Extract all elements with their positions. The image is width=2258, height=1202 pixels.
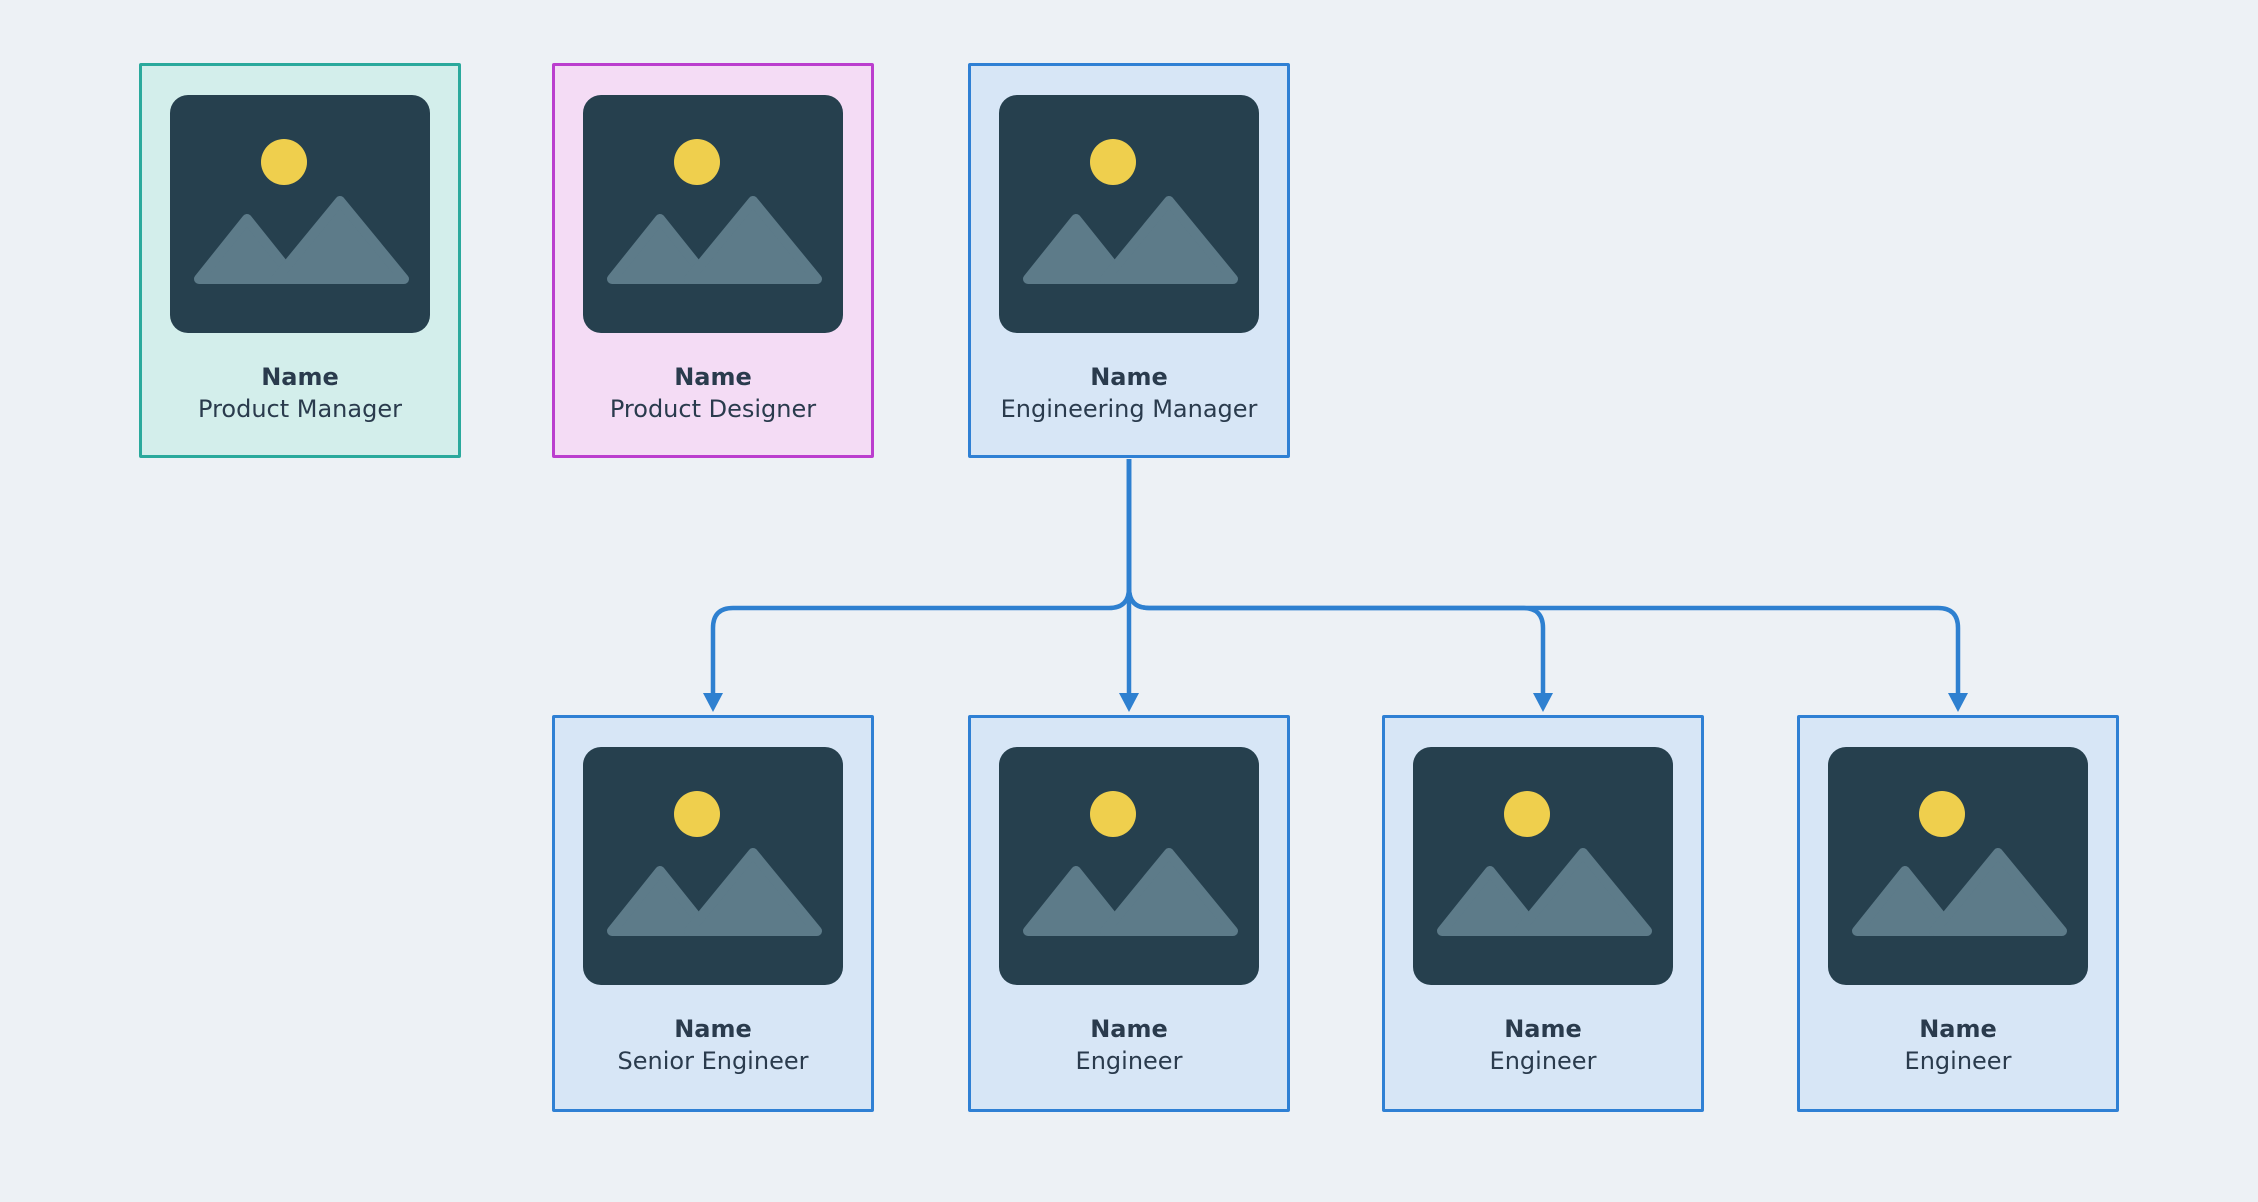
person-name: Name xyxy=(674,363,752,391)
mountain-icon xyxy=(607,214,713,284)
arrowhead-icon xyxy=(1533,693,1553,712)
sun-icon xyxy=(674,139,720,185)
mountain-icon xyxy=(1437,866,1543,936)
mountain-icon xyxy=(1514,848,1652,936)
photo-frame xyxy=(583,747,843,985)
sun-icon xyxy=(1504,791,1550,837)
sun-icon xyxy=(1919,791,1965,837)
image-placeholder-icon xyxy=(583,95,843,333)
person-role: Engineer xyxy=(1904,1047,2012,1075)
image-placeholder-icon xyxy=(999,95,1259,333)
org-card-engineering-manager[interactable]: Name Engineering Manager xyxy=(968,63,1290,458)
person-role: Product Manager xyxy=(198,395,402,423)
org-card-engineer-3[interactable]: Name Engineer xyxy=(1797,715,2119,1112)
photo-frame xyxy=(583,95,843,333)
sun-icon xyxy=(674,791,720,837)
person-role: Product Designer xyxy=(609,395,817,423)
image-placeholder-icon xyxy=(170,95,430,333)
photo-frame xyxy=(170,95,430,333)
connector-to-senior-engineer xyxy=(710,459,1132,695)
mountain-icon xyxy=(1100,848,1238,936)
arrowhead-icon xyxy=(1119,693,1139,712)
person-name: Name xyxy=(674,1015,752,1043)
person-role: Senior Engineer xyxy=(617,1047,809,1075)
org-card-engineer-2[interactable]: Name Engineer xyxy=(1382,715,1704,1112)
photo-frame xyxy=(1413,747,1673,985)
arrowhead-icon xyxy=(1948,693,1968,712)
connector-to-engineer-3 xyxy=(1126,459,1961,695)
person-name: Name xyxy=(1919,1015,1997,1043)
mountain-icon xyxy=(1023,866,1129,936)
mountain-icon xyxy=(194,214,300,284)
mountain-icon xyxy=(1023,214,1129,284)
connector-to-engineer-2 xyxy=(1126,459,1546,695)
mountain-icon xyxy=(1100,196,1238,284)
photo-frame xyxy=(999,747,1259,985)
image-placeholder-icon xyxy=(1413,747,1673,985)
mountain-icon xyxy=(1929,848,2067,936)
image-placeholder-icon xyxy=(1828,747,2088,985)
mountain-icon xyxy=(607,866,713,936)
image-placeholder-icon xyxy=(583,747,843,985)
person-name: Name xyxy=(1090,363,1168,391)
mountain-icon xyxy=(271,196,409,284)
org-card-senior-engineer[interactable]: Name Senior Engineer xyxy=(552,715,874,1112)
org-card-product-manager[interactable]: Name Product Manager xyxy=(139,63,461,458)
sun-icon xyxy=(1090,139,1136,185)
mountain-icon xyxy=(684,848,822,936)
photo-frame xyxy=(1828,747,2088,985)
person-role: Engineer xyxy=(1075,1047,1183,1075)
org-card-engineer-1[interactable]: Name Engineer xyxy=(968,715,1290,1112)
person-name: Name xyxy=(1090,1015,1168,1043)
person-name: Name xyxy=(261,363,339,391)
person-role: Engineering Manager xyxy=(1000,395,1258,423)
arrowhead-icon xyxy=(703,693,723,712)
photo-frame xyxy=(999,95,1259,333)
sun-icon xyxy=(261,139,307,185)
person-name: Name xyxy=(1504,1015,1582,1043)
org-card-product-designer[interactable]: Name Product Designer xyxy=(552,63,874,458)
mountain-icon xyxy=(684,196,822,284)
person-role: Engineer xyxy=(1489,1047,1597,1075)
mountain-icon xyxy=(1852,866,1958,936)
sun-icon xyxy=(1090,791,1136,837)
image-placeholder-icon xyxy=(999,747,1259,985)
